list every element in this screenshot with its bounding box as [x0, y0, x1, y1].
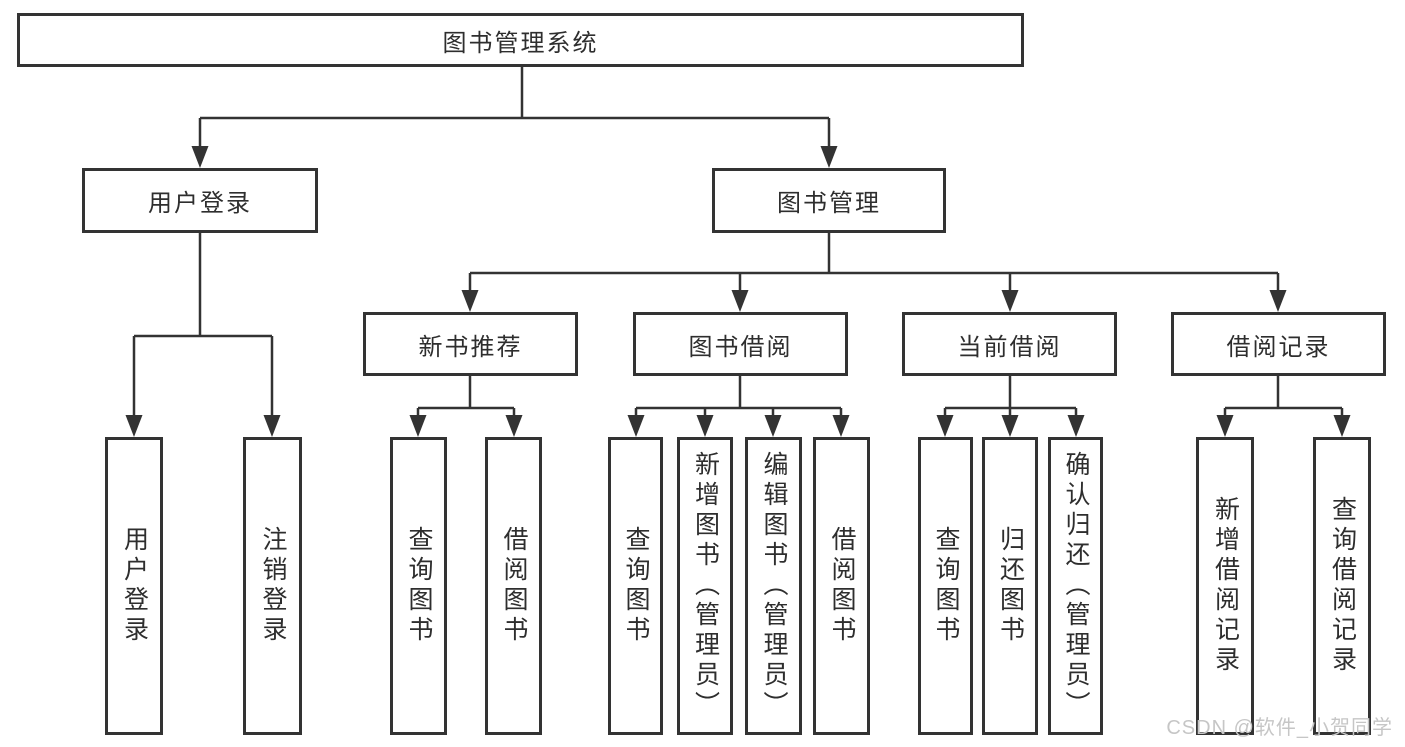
node-label: 当前借阅 — [957, 333, 1062, 361]
node-label: 图书借阅 — [688, 333, 793, 361]
node-label: 编辑图书（管理员） — [760, 451, 788, 721]
connector-book-mgmt-to-level3 — [468, 233, 1280, 292]
node-label: 借阅图书 — [500, 526, 528, 646]
leaf-confirm-return-admin: 确认归还（管理员） — [1048, 437, 1103, 735]
node-book-management: 图书管理 — [712, 168, 946, 233]
leaf-query-books-3: 查询图书 — [918, 437, 973, 735]
leaf-add-borrow-record: 新增借阅记录 — [1196, 437, 1254, 735]
node-label: 用户登录 — [120, 526, 149, 646]
node-label: 确认归还（管理员） — [1062, 451, 1090, 721]
node-book-borrowing: 图书借阅 — [633, 312, 848, 376]
leaf-logout: 注销登录 — [243, 437, 302, 735]
leaf-borrow-books-1: 借阅图书 — [485, 437, 542, 735]
node-new-book-recommend: 新书推荐 — [363, 312, 578, 376]
leaf-return-books: 归还图书 — [982, 437, 1038, 735]
node-label: 查询图书 — [932, 526, 960, 646]
node-label: 借阅记录 — [1226, 333, 1331, 361]
node-current-borrowing: 当前借阅 — [902, 312, 1117, 376]
connector-borrow-record-to-children — [1223, 376, 1344, 417]
connector-current-borrow-to-children — [943, 376, 1078, 417]
node-label: 借阅图书 — [828, 526, 856, 646]
node-label: 用户登录 — [148, 190, 252, 217]
node-label: 查询图书 — [622, 526, 650, 646]
connector-new-book-to-children — [416, 376, 516, 417]
connector-user-login-to-children — [132, 233, 274, 417]
connector-root-to-level2 — [198, 67, 831, 148]
node-label: 新增图书（管理员） — [691, 451, 720, 721]
node-label: 新增借阅记录 — [1211, 496, 1240, 676]
node-label: 图书管理 — [777, 190, 881, 217]
node-label: 注销登录 — [259, 526, 287, 646]
leaf-add-books-admin: 新增图书（管理员） — [677, 437, 733, 735]
node-library-management-system: 图书管理系统 — [17, 13, 1024, 67]
node-label: 图书管理系统 — [442, 29, 599, 57]
csdn-watermark: CSDN @软件_小贺同学 — [1166, 717, 1393, 739]
node-label: 归还图书 — [996, 526, 1025, 646]
node-borrowing-records: 借阅记录 — [1171, 312, 1386, 376]
node-label: 查询图书 — [405, 526, 433, 646]
node-label: 查询借阅记录 — [1328, 496, 1357, 676]
leaf-edit-books-admin: 编辑图书（管理员） — [745, 437, 802, 735]
leaf-query-books-1: 查询图书 — [390, 437, 447, 735]
leaf-user-login: 用户登录 — [105, 437, 163, 735]
leaf-query-books-2: 查询图书 — [608, 437, 663, 735]
leaf-query-borrow-record: 查询借阅记录 — [1313, 437, 1371, 735]
connector-book-borrow-to-children — [634, 376, 843, 417]
leaf-borrow-books-2: 借阅图书 — [813, 437, 870, 735]
node-user-login: 用户登录 — [82, 168, 318, 233]
node-label: 新书推荐 — [418, 333, 523, 361]
